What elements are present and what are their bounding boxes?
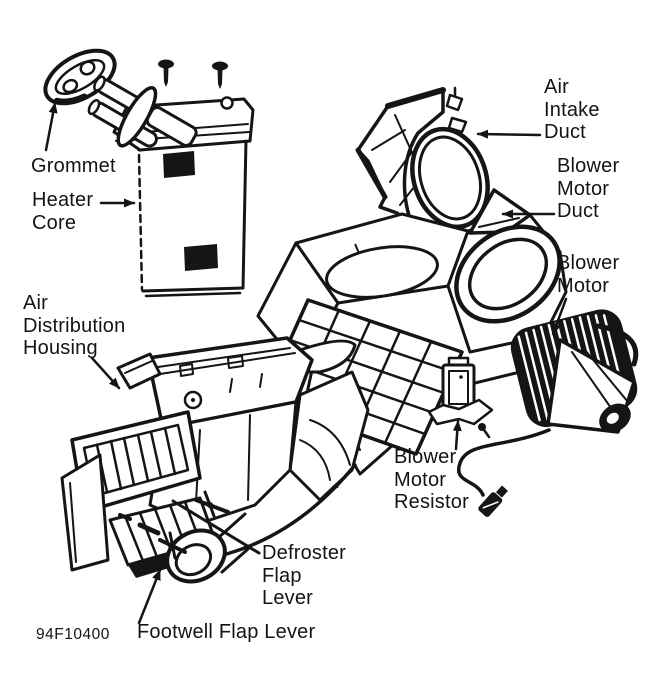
blower-motor-resistor-arrow xyxy=(452,419,462,451)
air-distribution-housing-part xyxy=(60,336,370,584)
label-blower-motor-resistor: Blower Motor Resistor xyxy=(394,446,469,513)
label-air-intake-duct: Air Intake Duct xyxy=(544,76,600,143)
blower-motor-part xyxy=(456,309,639,517)
label-air-distribution-housing: Air Distribution Housing xyxy=(23,292,126,359)
air-intake-duct-part xyxy=(355,86,490,230)
grommet-arrow xyxy=(44,101,58,152)
figure-code: 94F10400 xyxy=(36,626,110,643)
label-heater-core: Heater Core xyxy=(32,189,94,234)
label-blower-motor-duct: Blower Motor Duct xyxy=(557,155,620,222)
blower-motor-arrow xyxy=(551,297,568,336)
label-defroster-flap-lever: Defroster Flap Lever xyxy=(262,542,347,609)
callout-leaders xyxy=(44,101,568,625)
grommet-part xyxy=(43,48,117,106)
label-grommet: Grommet xyxy=(31,155,116,177)
heater-core-pipes xyxy=(87,75,198,148)
label-blower-motor: Blower Motor xyxy=(557,252,620,297)
heater-core-part xyxy=(87,75,255,298)
defroster-flap-lever-part xyxy=(194,490,230,518)
air-distribution-housing-arrow xyxy=(90,356,121,390)
footwell-flap-lever-part xyxy=(158,531,187,560)
air-intake-duct-arrow xyxy=(476,129,542,139)
footwell-flap-lever-arrow xyxy=(137,568,162,625)
label-footwell-flap-lever: Footwell Flap Lever xyxy=(137,621,316,643)
defroster-flap-lever-line xyxy=(171,499,261,555)
blower-motor-resistor-part xyxy=(427,356,494,439)
wire-connector xyxy=(478,485,508,517)
screw-fasteners xyxy=(158,59,228,89)
